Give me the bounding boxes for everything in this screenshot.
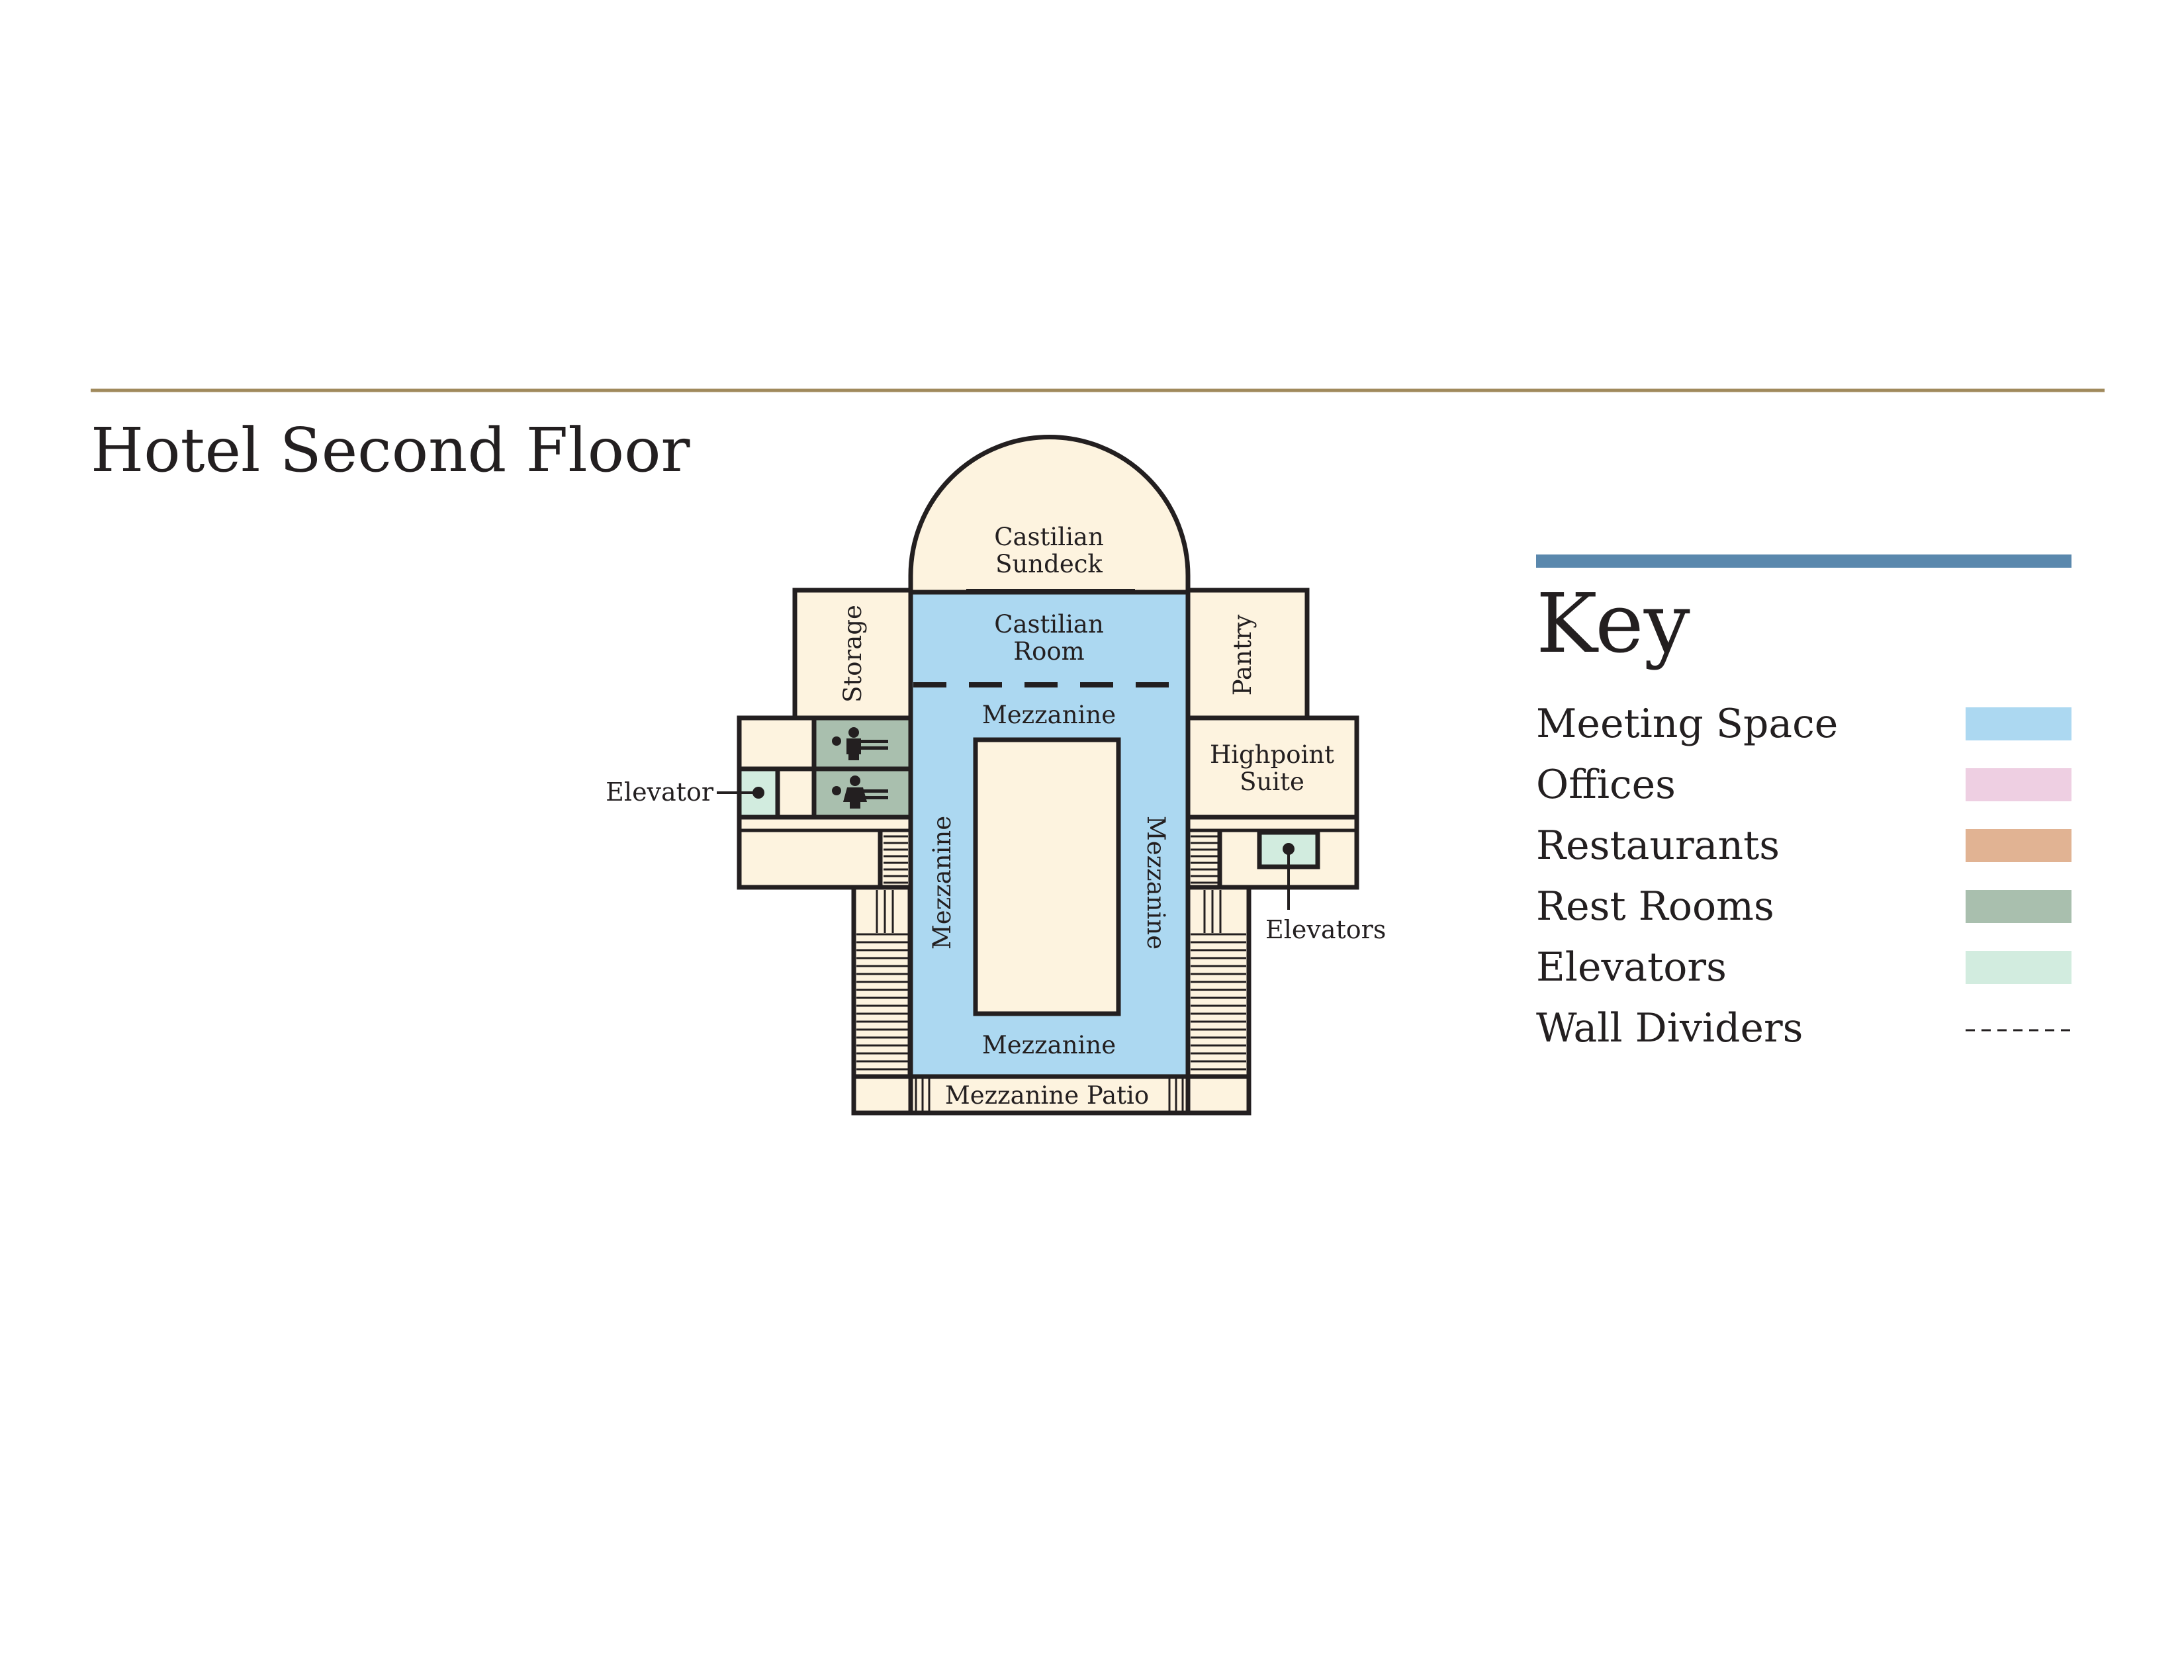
highpoint-suite	[1185, 715, 1359, 820]
key-swatch	[1966, 829, 2071, 862]
atrium	[973, 737, 1121, 1016]
patio-stairs	[915, 1079, 1184, 1112]
elevators-callout-right: Elevators	[1265, 915, 1386, 944]
right-stairs	[1191, 835, 1246, 1071]
women-restroom-icon	[832, 775, 888, 809]
mezzanine-patio	[908, 1074, 1191, 1116]
key-swatch	[1966, 707, 2071, 740]
mezzanine-bottom-label: Mezzanine	[982, 1031, 1116, 1059]
key-swatch	[1966, 890, 2071, 923]
mezzanine-left-label: Mezzanine	[928, 816, 956, 950]
key-label: Offices	[1536, 762, 1676, 808]
key-title: Key	[1536, 576, 1690, 672]
floor-plan: Elevator Elevators	[606, 435, 1386, 1116]
key-bar	[1536, 554, 2071, 568]
elevator-callout-left: Elevator	[606, 777, 714, 807]
key-label: Elevators	[1536, 944, 1727, 991]
storage-label: Storage	[839, 605, 867, 703]
mezzanine-patio-label: Mezzanine Patio	[945, 1081, 1149, 1110]
map-key: Key Meeting SpaceOfficesRestaurantsRest …	[1536, 554, 2071, 1051]
men-restroom-icon	[832, 727, 888, 760]
key-label: Wall Dividers	[1536, 1005, 1803, 1051]
castilian-sundeck	[908, 435, 1191, 597]
mezzanine-top-label: Mezzanine	[982, 701, 1116, 729]
mezzanine-right-label: Mezzanine	[1142, 816, 1170, 950]
men-restroom	[811, 715, 913, 772]
page-title: Hotel Second Floor	[91, 415, 690, 486]
key-swatch	[1966, 768, 2071, 801]
left-stairs	[856, 835, 908, 1071]
key-label: Rest Rooms	[1536, 883, 1774, 930]
key-label: Restaurants	[1536, 822, 1780, 869]
pantry-label: Pantry	[1228, 615, 1257, 696]
key-swatch	[1966, 951, 2071, 984]
key-label: Meeting Space	[1536, 701, 1838, 747]
